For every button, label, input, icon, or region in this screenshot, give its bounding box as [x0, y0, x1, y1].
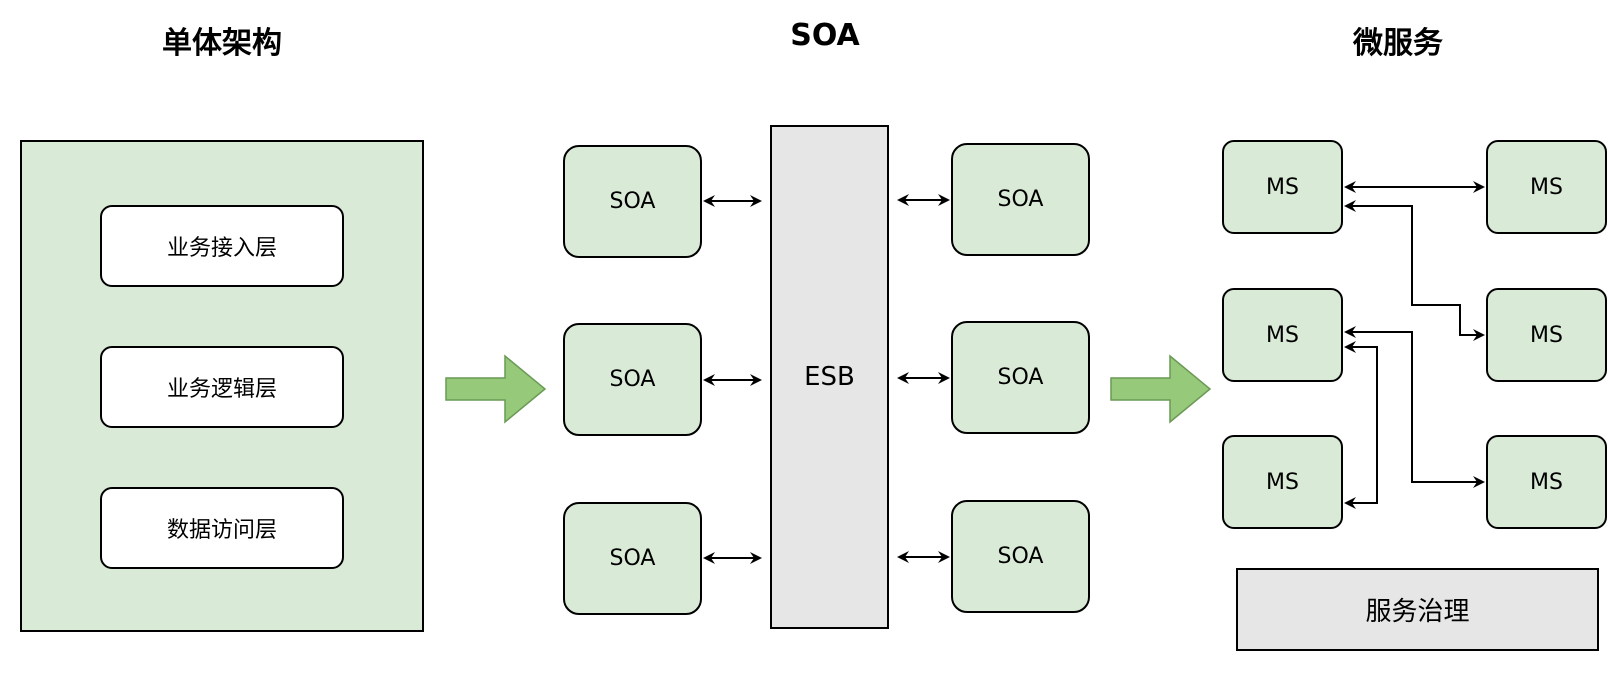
ms-node-right-1: MS	[1486, 140, 1607, 234]
soa-service-left-1: SOA	[563, 145, 702, 258]
layer-data-access: 数据访问层	[100, 487, 344, 569]
title-soa: SOA	[790, 18, 860, 53]
soa-service-right-2: SOA	[951, 321, 1090, 434]
layer-access: 业务接入层	[100, 205, 344, 287]
layer-logic: 业务逻辑层	[100, 346, 344, 428]
ms-node-right-3: MS	[1486, 435, 1607, 529]
transition-arrow-soa-to-ms	[1110, 354, 1212, 424]
soa-service-right-1: SOA	[951, 143, 1090, 256]
soa-service-left-3: SOA	[563, 502, 702, 615]
title-monolith: 单体架构	[162, 26, 282, 61]
ms-left2-right3-connector	[1344, 326, 1485, 488]
ms-node-right-2: MS	[1486, 288, 1607, 382]
ms-left2-left3-connector	[1344, 341, 1378, 509]
service-governance: 服务治理	[1236, 568, 1599, 651]
soa-service-right-3: SOA	[951, 500, 1090, 613]
ms-left1-right2-connector	[1344, 200, 1485, 341]
ms-node-left-2: MS	[1222, 288, 1343, 382]
transition-arrow-monolith-to-soa	[445, 354, 547, 424]
ms-node-left-1: MS	[1222, 140, 1343, 234]
soa-service-left-2: SOA	[563, 323, 702, 436]
esb-bus: ESB	[770, 125, 889, 629]
ms-node-left-3: MS	[1222, 435, 1343, 529]
title-microservices: 微服务	[1353, 26, 1443, 61]
